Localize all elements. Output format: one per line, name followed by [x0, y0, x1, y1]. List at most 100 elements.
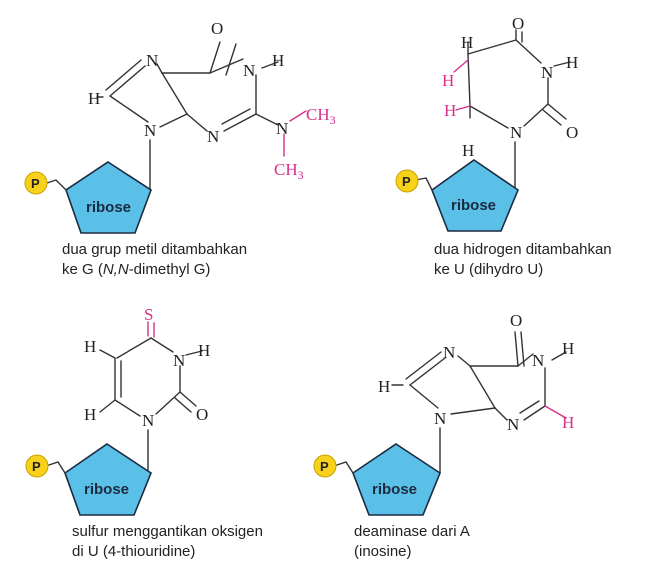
- bond-c6-c5: [467, 53, 471, 107]
- atom-n7: N: [146, 51, 158, 70]
- panel-thiouridine: S N H O N H H ribose P sulfur menggantik…: [25, 305, 263, 560]
- methyl-bottom: CH3: [274, 160, 304, 182]
- caption-line2: ke G (N,N-dimethyl G): [62, 261, 210, 278]
- bond-n3-h: [553, 61, 571, 67]
- panel-inosine: O N H N H N H N ribose P deaminase dari …: [313, 311, 574, 560]
- panel-dihydro-u: O N H O N H H H H ribose P dua hidrogen …: [395, 14, 612, 278]
- bond-c5-c4: [467, 39, 517, 55]
- atom-h6-added: H: [444, 101, 456, 120]
- bond-c6-o-dbl: [520, 331, 525, 367]
- atom-h5: H: [461, 33, 473, 52]
- ribose-pentagon: [352, 443, 441, 516]
- ribose-label: ribose: [86, 199, 131, 216]
- bond-c2-h: [544, 405, 567, 419]
- bond-c8-n9: [409, 384, 439, 409]
- atom-o4: O: [512, 14, 524, 33]
- bond-c4-n9: [450, 407, 496, 415]
- atom-s: S: [144, 305, 153, 324]
- bond-c5-h: [99, 349, 116, 359]
- panel-dimethyl-g: O N H N N H N N CH3 CH3 ribose P dua gru…: [24, 19, 336, 278]
- bond-n1-c6: [114, 399, 141, 417]
- phosphate-label: P: [402, 174, 411, 189]
- phosphate-circle: [24, 171, 48, 195]
- bond-c2-n1: [523, 103, 549, 127]
- atom-o: O: [211, 19, 223, 38]
- atom-h5-added: H: [442, 71, 454, 90]
- atom-o2: O: [196, 405, 208, 424]
- atom-n1: N: [510, 123, 522, 142]
- ribose-pentagon: [65, 161, 152, 234]
- atom-o2: O: [566, 123, 578, 142]
- caption-line2: ke U (dihydro U): [434, 261, 543, 278]
- caption-line1: dua grup metil ditambahkan: [62, 241, 247, 258]
- ribose-pentagon: [431, 159, 519, 232]
- atom-n3: N: [541, 63, 553, 82]
- bond-c6-newh: [455, 105, 471, 111]
- phosphate-link: [333, 461, 354, 474]
- atom-n3: N: [507, 415, 519, 434]
- bond-n1-h: [551, 351, 567, 361]
- bond-c2-n1: [155, 391, 181, 415]
- phosphate-link: [45, 461, 66, 474]
- bond-n3-h: [185, 350, 203, 356]
- bond-c6-h: [99, 399, 116, 413]
- bond-n3-c4: [494, 407, 508, 421]
- bond-n7-c8: [409, 357, 446, 386]
- bond-n7-c8-dbl: [405, 351, 442, 380]
- bond-c2-o: [547, 103, 567, 120]
- atom-h8: H: [88, 89, 100, 108]
- atom-n1: N: [532, 351, 544, 370]
- bond-c4-n3: [150, 337, 174, 353]
- bond-c4-n3: [515, 39, 542, 64]
- atom-n7: N: [443, 343, 455, 362]
- phosphate-label: P: [32, 459, 41, 474]
- atom-n3: N: [173, 351, 185, 370]
- bond-c5-c4b: [469, 365, 496, 409]
- atom-h2: H: [562, 413, 574, 432]
- phosphate-circle: [25, 454, 49, 478]
- atom-o: O: [510, 311, 522, 330]
- atom-n9: N: [434, 409, 446, 428]
- atom-h-n1: H: [272, 51, 284, 70]
- ribose-label: ribose: [451, 197, 496, 214]
- atom-h6: H: [462, 141, 474, 160]
- atom-h8: H: [378, 377, 390, 396]
- bond-c6-n1: [517, 353, 534, 367]
- methyl-top: CH3: [306, 105, 336, 127]
- purine-bonds: [96, 41, 279, 132]
- phosphate-circle: [313, 454, 337, 478]
- phosphate-link: [43, 179, 67, 191]
- caption-line2: (inosine): [354, 543, 412, 560]
- ribose-label: ribose: [84, 481, 129, 498]
- ribose-label: ribose: [372, 481, 417, 498]
- atom-n3: N: [207, 127, 219, 146]
- phosphate-label: P: [31, 176, 40, 191]
- bond-c5-newh: [453, 59, 469, 73]
- atom-h5: H: [84, 337, 96, 356]
- bond-c5-n7: [457, 355, 471, 367]
- bond-c4-c5: [116, 337, 152, 359]
- bond-c2-o-dbl: [174, 397, 192, 413]
- atom-n1: N: [142, 411, 154, 430]
- atom-h6: H: [84, 405, 96, 424]
- bond-c2-o-dbl: [542, 109, 562, 126]
- caption-line1: sulfur menggantikan oksigen: [72, 523, 263, 540]
- atom-n2: N: [276, 119, 288, 138]
- bond-n1-c6: [469, 105, 509, 129]
- bond-c2-o: [179, 391, 197, 407]
- methyl-bond-1: [289, 110, 307, 122]
- phosphate-link: [415, 177, 433, 191]
- bond-c2-n3: [523, 405, 546, 421]
- atom-h-n3: H: [198, 341, 210, 360]
- atom-h-n3: H: [566, 53, 578, 72]
- atom-n1: N: [243, 61, 255, 80]
- bond-c6-o: [514, 331, 519, 367]
- phosphate-label: P: [320, 459, 329, 474]
- atom-h-n1: H: [562, 339, 574, 358]
- caption-line2: di U (4-thiouridine): [72, 543, 195, 560]
- phosphate-circle: [395, 169, 419, 193]
- bond-c2-n3-dbl: [519, 400, 540, 414]
- atom-n9: N: [144, 121, 156, 140]
- caption-line1: deaminase dari A: [354, 523, 470, 540]
